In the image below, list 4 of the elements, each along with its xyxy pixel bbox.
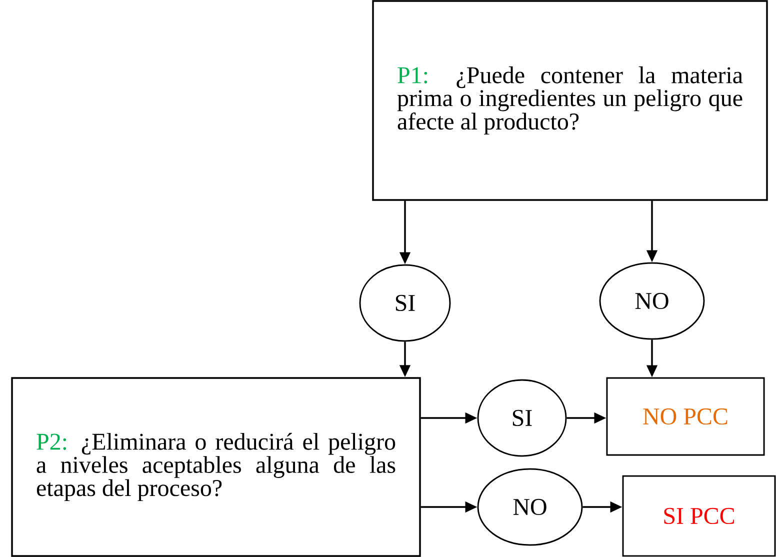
question-box: P1: ¿Puede contener la materia prima o ingredientes un peligro que afecte al producto? — [372, 0, 768, 201]
result-box: NO PCC — [606, 377, 765, 456]
result-box: SI PCC — [622, 475, 776, 557]
question-box: P2: ¿Eliminara o reducirá el peligro a niveles aceptables alguna de las etapas del proceso? — [11, 377, 421, 557]
